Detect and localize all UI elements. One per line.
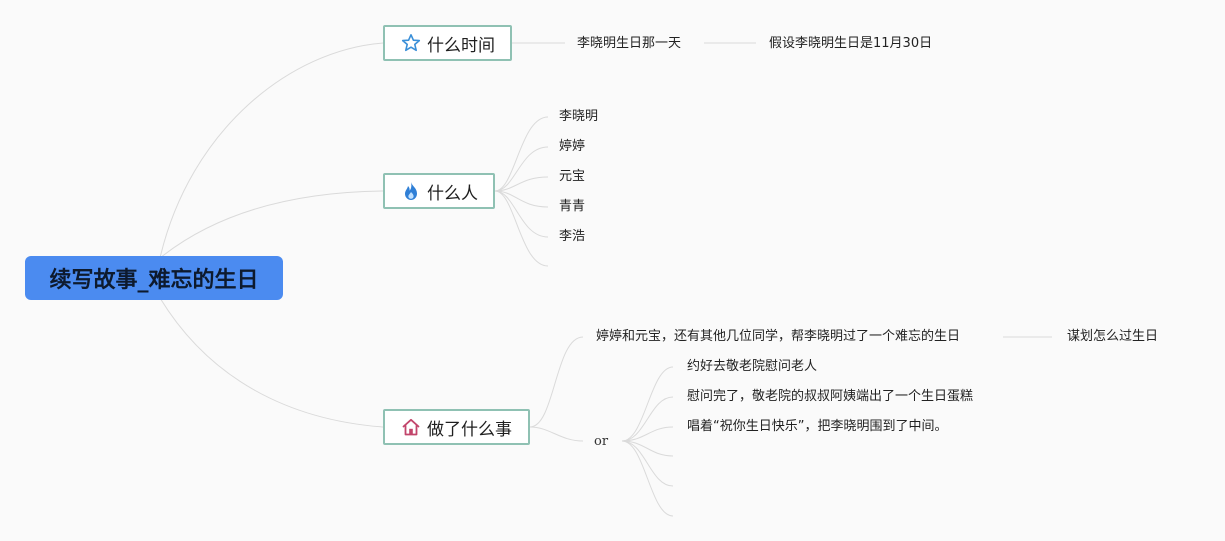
event-planning-node[interactable]: 谋划怎么过生日 <box>1067 329 1159 344</box>
empty-event-step-node[interactable] <box>687 449 717 463</box>
topic-what-time-label: 什么时间 <box>427 35 495 56</box>
connector-people-6 <box>494 190 549 267</box>
or-node[interactable]: or <box>594 434 609 449</box>
empty-person-node[interactable] <box>559 259 589 273</box>
connector-events-summary <box>529 336 584 428</box>
root-topic-label: 续写故事_难忘的生日 <box>49 268 259 293</box>
time-detail-node[interactable]: 假设李晓明生日是11月30日 <box>769 36 933 51</box>
empty-event-step-node[interactable] <box>687 479 717 493</box>
topic-who[interactable]: 什么人 <box>383 173 495 209</box>
connector-or-3 <box>621 426 674 442</box>
connector-people-1 <box>494 116 549 192</box>
root-topic[interactable]: 续写故事_难忘的生日 <box>25 256 283 300</box>
flame-icon <box>401 181 421 201</box>
connector-people-5 <box>494 190 549 238</box>
topic-who-label: 什么人 <box>427 183 478 204</box>
connector-events-or <box>529 426 584 442</box>
person-node[interactable]: 青青 <box>559 199 586 214</box>
event-step-node[interactable]: 慰问完了，敬老院的叔叔阿姨端出了一个生日蛋糕 <box>687 389 974 404</box>
connector-root-people <box>159 190 384 259</box>
person-node[interactable]: 元宝 <box>559 169 586 184</box>
person-node[interactable]: 李晓明 <box>559 109 599 124</box>
connector-root-events <box>159 297 384 428</box>
empty-event-step-node[interactable] <box>687 509 717 523</box>
connector-people-2 <box>494 146 549 192</box>
connector-people-4 <box>494 190 549 208</box>
star-icon <box>401 33 421 53</box>
connector-or-1 <box>621 366 674 442</box>
connector-root-time <box>159 42 384 259</box>
connector-people-3 <box>494 176 549 192</box>
event-step-node[interactable]: 唱着“祝你生日快乐”，把李晓明围到了中间。 <box>687 419 948 434</box>
person-node[interactable]: 李浩 <box>559 229 586 244</box>
topic-what-happened[interactable]: 做了什么事 <box>383 409 530 445</box>
topic-what-happened-label: 做了什么事 <box>427 419 512 440</box>
connector-or-5 <box>621 440 674 487</box>
event-step-node[interactable]: 约好去敬老院慰问老人 <box>687 359 818 374</box>
topic-what-time[interactable]: 什么时间 <box>383 25 512 61</box>
connector-or-6 <box>621 440 674 517</box>
event-summary-node[interactable]: 婷婷和元宝，还有其他几位同学，帮李晓明过了一个难忘的生日 <box>596 329 961 344</box>
time-node[interactable]: 李晓明生日那一天 <box>577 36 682 51</box>
connector-or-2 <box>621 396 674 442</box>
house-icon <box>401 417 421 437</box>
person-node[interactable]: 婷婷 <box>559 139 586 154</box>
